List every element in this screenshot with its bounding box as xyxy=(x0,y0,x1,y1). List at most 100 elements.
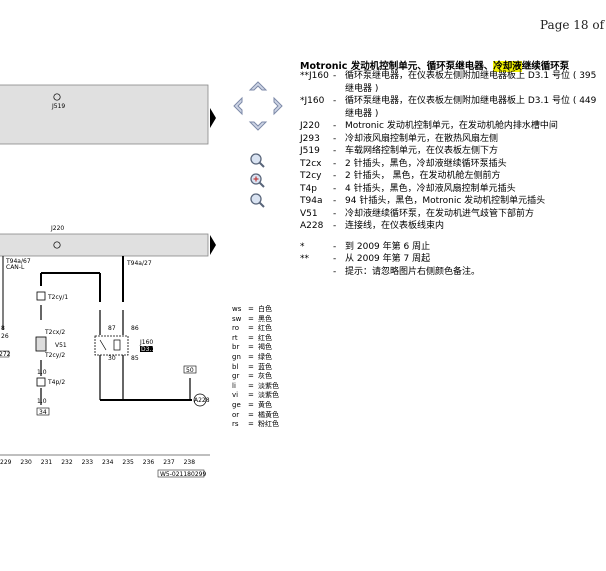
zoom-out-icon[interactable] xyxy=(249,192,265,208)
zoom-fit-icon[interactable] xyxy=(249,172,265,188)
colour-legend-row: bl=蓝色 xyxy=(232,363,279,373)
legend-code: T94a xyxy=(300,196,323,206)
legend-code: T4p xyxy=(300,183,317,194)
colour-legend-row: gn=绿色 xyxy=(232,353,279,363)
equals-sign: = xyxy=(248,372,254,381)
colour-name: 灰色 xyxy=(258,372,272,381)
legend-gap xyxy=(300,233,603,241)
ground-label: 34 xyxy=(39,409,47,416)
colour-code: br xyxy=(232,343,240,352)
ruler-label: 230 xyxy=(20,459,32,466)
legend-code: J293 xyxy=(300,133,320,144)
next-page-arrow[interactable] xyxy=(210,108,216,128)
equals-sign: = xyxy=(248,305,254,313)
side-ref-box xyxy=(0,350,10,358)
legend-description: 车载网络控制单元，在仪表板左侧下方 xyxy=(345,146,499,156)
ruler-label: 231 xyxy=(41,459,53,466)
legend-entry: T2cy-2 针插头， 黑色，在发动机舱左侧前方 xyxy=(300,170,603,183)
legend-dash: - xyxy=(333,208,337,219)
legend-code: * xyxy=(300,241,305,252)
legend-note: *-到 2009 年第 6 周止 xyxy=(300,241,603,254)
t2cx-2-label: T2cx/2 xyxy=(44,329,65,336)
legend-description: 冷却液继续循环泵，在发动机进气歧管下部前方 xyxy=(345,208,535,219)
t2cy-connector xyxy=(36,291,46,301)
equals-sign: = xyxy=(248,352,254,361)
colour-name: 黄色 xyxy=(258,400,272,409)
legend-entry: T94a-94 针插头，黑色，Motronic 发动机控制单元插头 xyxy=(300,195,603,208)
a228-label: A228 xyxy=(194,397,210,404)
legend-title-highlight: 冷却液 xyxy=(493,61,522,72)
j519-symbol xyxy=(53,93,61,101)
pan-up-icon xyxy=(248,81,268,91)
ruler-label: 234 xyxy=(102,459,114,466)
legend-dash: - xyxy=(333,171,337,181)
legend-description: 2 针插头，黑色，冷却液继续循环泵插头 xyxy=(345,158,507,169)
colour-code: vi xyxy=(232,391,239,400)
colour-legend-row: gr = 灰色 xyxy=(232,372,279,382)
colour-legend-row: vi=淡紫色 xyxy=(232,391,279,401)
colour-code: li xyxy=(232,381,236,390)
legend-description: 94 针插头，黑色，Motronic 发动机控制单元插头 xyxy=(345,196,546,206)
legend-description: 4 针插头，黑色，冷却液风扇控制单元插头 xyxy=(345,183,516,194)
pan-control[interactable] xyxy=(232,80,284,132)
legend-dash: - xyxy=(333,254,337,264)
legend-code: A228 xyxy=(300,221,324,231)
colour-name: 淡紫色 xyxy=(258,381,279,390)
legend-code: J220 xyxy=(300,121,320,131)
ruler-label: 229 xyxy=(0,459,12,466)
colour-name: 白色 xyxy=(258,305,272,313)
equals-sign: = xyxy=(248,410,254,419)
legend-code: J519 xyxy=(300,146,320,156)
legend-code: T2cx xyxy=(300,158,322,169)
colour-name: 褐色 xyxy=(258,343,272,352)
ruler-label: 235 xyxy=(122,459,134,466)
colour-code: rt xyxy=(232,333,238,342)
colour-name: 黑色 xyxy=(258,314,272,323)
legend-entry: V51-冷却液继续循环泵，在发动机进气歧管下部前方 xyxy=(300,208,603,221)
zoom-in-icon[interactable] xyxy=(249,152,265,168)
colour-legend-row: ge=黄色 xyxy=(232,401,279,411)
legend-dash: - xyxy=(333,158,337,169)
pin-85: 85 xyxy=(131,355,139,362)
legend-entry: J293-冷却液风扇控制单元，在散热风扇左侧 xyxy=(300,133,603,146)
equals-sign: = xyxy=(248,400,254,409)
side-ref-box-label: 272 xyxy=(0,351,11,358)
wiring-diagram: J519 J220 T94a/67 CAN-L T94a/27 T2cy/1 T… xyxy=(0,84,210,478)
t4p-2-label: T4p/2 xyxy=(47,379,65,386)
component-legend: **J160-循环泵继电器，在仪表板左侧附加继电器板上 D3.1 号位 ( 39… xyxy=(300,70,603,278)
legend-code: **J160 xyxy=(300,71,329,81)
legend-entry: J519 -车载网络控制单元，在仪表板左侧下方 xyxy=(300,145,603,158)
v51-label: V51 xyxy=(55,342,67,349)
legend-dash: - xyxy=(333,121,337,131)
connector-left: T94a/67 xyxy=(5,258,31,265)
legend-note: **-从 2009 年第 7 周起 xyxy=(300,253,603,266)
ground-label-2: 50 xyxy=(186,367,194,374)
figure-code: W5-021180299 xyxy=(160,471,206,478)
t2cy-2-label: T2cy/2 xyxy=(44,352,65,359)
legend-entry: **J160-循环泵继电器，在仪表板左侧附加继电器板上 D3.1 号位 ( 39… xyxy=(300,70,603,95)
figure-code-box xyxy=(157,469,205,478)
equals-sign: = xyxy=(248,362,254,371)
colour-name: 蓝色 xyxy=(258,362,272,371)
ruler-label: 232 xyxy=(61,459,73,466)
legend-entry: T4p-4 针插头，黑色，冷却液风扇控制单元插头 xyxy=(300,183,603,196)
colour-code: gr xyxy=(232,372,240,381)
ruler-label: 233 xyxy=(82,459,94,466)
legend-dash: - xyxy=(333,96,337,106)
ruler-label: 238 xyxy=(184,459,196,466)
legend-title-part-1: Motronic 发动机控制单元、循环泵继电器、 xyxy=(300,61,494,72)
equals-sign: = xyxy=(248,333,254,342)
page-number: Page 18 of xyxy=(540,18,605,32)
pan-left-icon xyxy=(233,96,243,116)
legend-description: 循环泵继电器，在仪表板左侧附加继电器板上 D3.1 号位 ( 395 继电器 ) xyxy=(345,71,597,94)
j519-label: J519 xyxy=(51,103,65,110)
legend-description: 到 2009 年第 6 周止 xyxy=(345,241,431,252)
next-section-arrow[interactable] xyxy=(210,235,216,255)
legend-dash: - xyxy=(333,196,337,206)
legend-dash: - xyxy=(333,221,337,231)
colour-name: 粉红色 xyxy=(258,420,279,429)
pin-30: 30 xyxy=(108,355,116,362)
connector-right: T94a/27 xyxy=(126,260,152,267)
legend-dash: - xyxy=(333,146,337,156)
legend-description: 2 针插头， 黑色，在发动机舱左侧前方 xyxy=(345,171,501,181)
